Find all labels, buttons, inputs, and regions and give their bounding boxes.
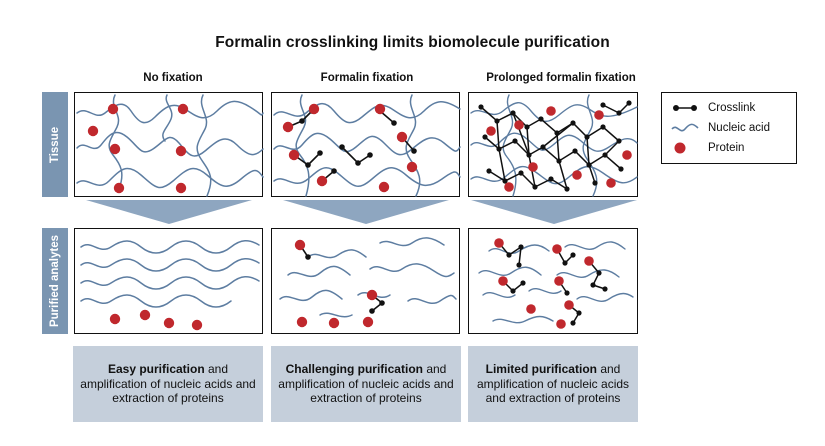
caption-formalin-bold: Challenging purification [285, 362, 423, 377]
caption-prolonged: Limited purification and amplification o… [468, 346, 638, 422]
legend-label-protein: Protein [708, 142, 745, 154]
panel-purified-no-fixation [74, 228, 263, 334]
legend-item-protein: Protein [670, 139, 744, 157]
caption-formalin-rest: and amplification of nucleic acids and e… [278, 362, 454, 406]
panel-tissue-no-fixation [74, 92, 264, 197]
tissue-no-fixation-drawing [76, 94, 264, 197]
figure-title: Formalin crosslinking limits biomolecule… [215, 34, 610, 51]
caption-formalin-text: Challenging purification and amplificati… [271, 362, 461, 406]
column-heading-formalin-fixation: Formalin fixation [320, 72, 414, 84]
tissue-prolonged-drawing [470, 94, 638, 197]
tissue-formalin-drawing [273, 94, 461, 197]
nucleic-acid-strands [76, 94, 264, 197]
caption-no-fixation-bold: Easy purification [107, 362, 205, 377]
legend-label-nucleic-acid: Nucleic acid [708, 122, 770, 134]
purified-formalin-drawing [279, 237, 457, 329]
arrow-down-prolonged [471, 200, 637, 224]
column-heading-no-fixation: No fixation [143, 72, 203, 84]
caption-formalin: Challenging purification and amplificati… [271, 346, 461, 422]
panel-tissue-prolonged [468, 92, 638, 197]
caption-prolonged-rest: and amplification of nucleic acids and e… [476, 362, 630, 406]
row-label-purified: Purified analytes [42, 228, 68, 334]
purified-prolonged-drawing [478, 238, 634, 329]
caption-no-fixation-text: Easy purification and amplification of n… [73, 362, 263, 406]
legend-item-crosslink: Crosslink [670, 99, 755, 117]
row-label-purified-text: Purified analytes [49, 234, 62, 328]
arrow-down-no-fixation [86, 200, 252, 224]
nucleic-acid-icon [671, 123, 699, 132]
legend-item-nucleic-acid: Nucleic acid [670, 119, 770, 137]
panel-tissue-formalin [271, 92, 461, 197]
caption-prolonged-text: Limited purification and amplification o… [468, 362, 638, 406]
caption-no-fixation: Easy purification and amplification of n… [73, 346, 263, 422]
protein-icon [674, 142, 686, 154]
panel-purified-prolonged [468, 228, 638, 334]
legend: Crosslink Nucleic acid Protein [661, 92, 797, 164]
protein-markers [87, 103, 189, 194]
panel-purified-formalin [271, 228, 460, 334]
row-label-tissue: Tissue [42, 92, 68, 197]
purified-no-fixation-drawing [80, 240, 260, 331]
arrow-down-formalin [283, 200, 449, 224]
column-heading-prolonged-fixation: Prolonged formalin fixation [486, 72, 636, 84]
row-label-tissue-text: Tissue [49, 126, 62, 163]
crosslink-icon [673, 105, 697, 111]
legend-label-crosslink: Crosslink [708, 102, 756, 114]
caption-no-fixation-rest: and amplification of nucleic acids and e… [80, 362, 256, 406]
caption-prolonged-bold: Limited purification [485, 362, 597, 377]
